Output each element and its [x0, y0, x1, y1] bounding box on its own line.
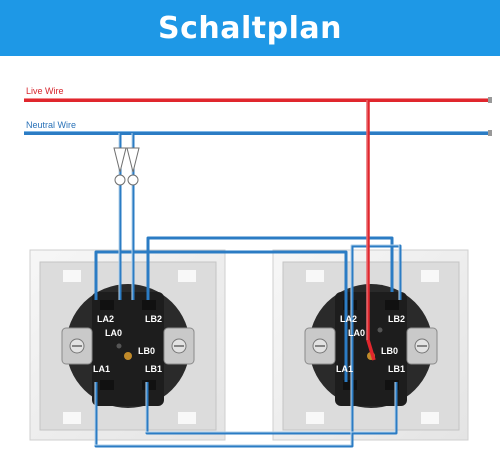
page-title: Schaltplan: [158, 10, 342, 46]
connector-icon: [126, 147, 140, 186]
switch-2-terminal-la1: LA1: [336, 364, 353, 374]
switch-1-terminal-lb2: LB2: [145, 314, 162, 324]
switch-1-terminal-la1: LA1: [93, 364, 110, 374]
switch-2-terminal-la2: LA2: [340, 314, 357, 324]
switch-2-terminal-la0: LA0: [348, 328, 365, 338]
switch-mechanism-1: [61, 284, 195, 408]
neutral-wire: [24, 130, 492, 136]
live-wire: [24, 97, 492, 103]
switch-1-terminal-lb1: LB1: [145, 364, 162, 374]
traveller-wire-highlights: [94, 133, 400, 446]
live-drop-wire: [366, 100, 376, 361]
switch-2-terminal-lb1: LB1: [388, 364, 405, 374]
switch-1-terminal-la0: LA0: [105, 328, 122, 338]
neutral-wire-label: Neutral Wire: [26, 120, 77, 130]
switch-1-terminal-lb0: LB0: [138, 346, 155, 356]
connector-icon: [113, 147, 127, 186]
live-wire-label: Live Wire: [26, 86, 64, 96]
switch-1-terminal-la2: LA2: [97, 314, 114, 324]
title-banner: Schaltplan: [0, 0, 500, 56]
switch-2-terminal-lb2: LB2: [388, 314, 405, 324]
switch-2-terminal-lb0: LB0: [381, 346, 398, 356]
